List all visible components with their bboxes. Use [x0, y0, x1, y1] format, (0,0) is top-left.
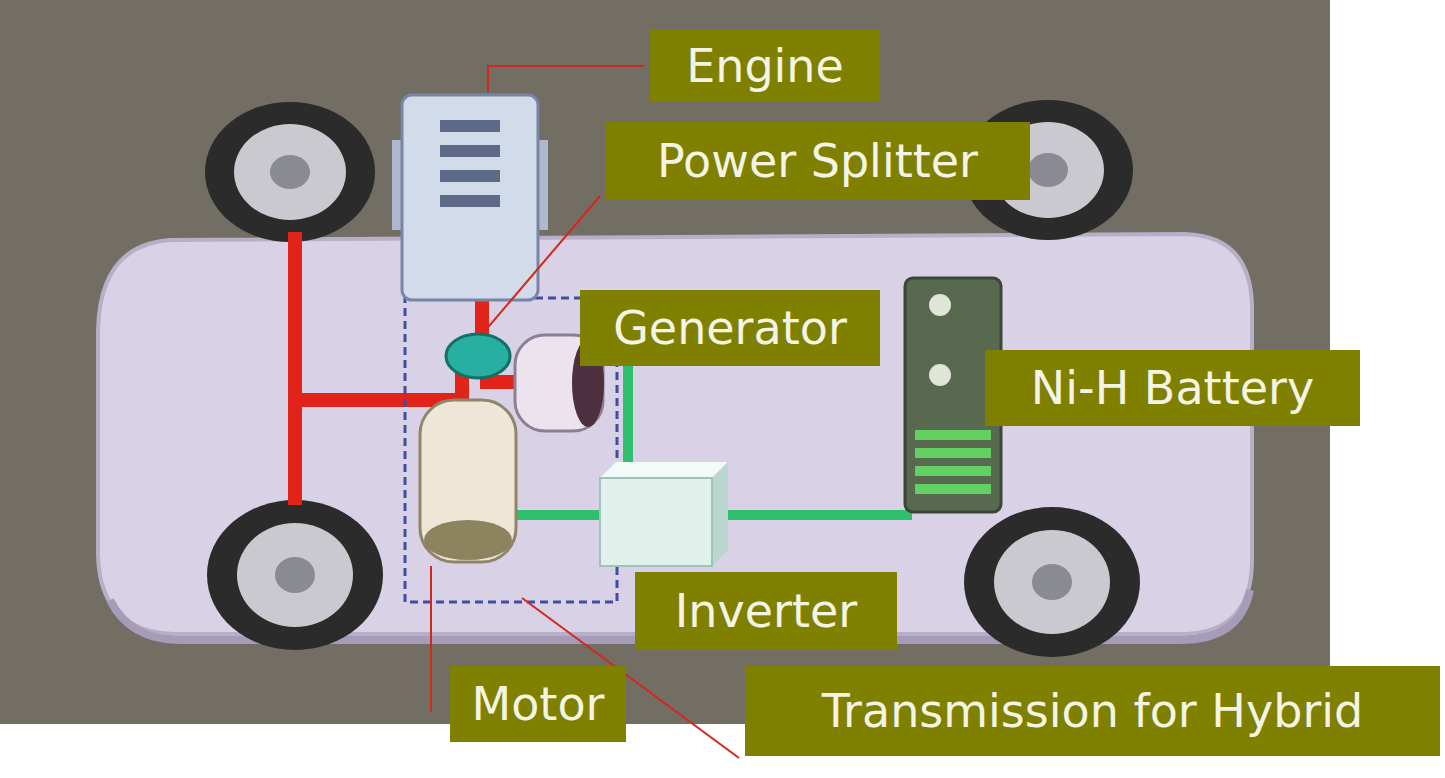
label-box: Engine: [650, 30, 880, 102]
label-box: Motor: [450, 666, 626, 742]
part-label: Motor: [472, 679, 605, 730]
part-label: Transmission for Hybrid: [822, 686, 1364, 737]
wheel: [205, 102, 375, 242]
wheel: [964, 507, 1140, 657]
engine-block: [392, 95, 548, 300]
part-label: Power Splitter: [657, 136, 978, 187]
wheel: [207, 500, 383, 650]
power-splitter-gear: [446, 334, 510, 378]
label-box: Inverter: [635, 572, 897, 650]
part-label: Generator: [613, 303, 847, 354]
part-label: Ni-H Battery: [1031, 363, 1314, 414]
label-box: Ni-H Battery: [985, 350, 1360, 426]
inverter-box: [600, 462, 728, 566]
part-label: Inverter: [675, 586, 857, 637]
label-box: Generator: [580, 290, 880, 366]
label-box: Power Splitter: [605, 122, 1030, 200]
motor-drum: [420, 400, 516, 562]
part-label: Engine: [686, 41, 844, 92]
label-box: Transmission for Hybrid: [745, 666, 1440, 756]
photo-ground: [0, 0, 1330, 724]
